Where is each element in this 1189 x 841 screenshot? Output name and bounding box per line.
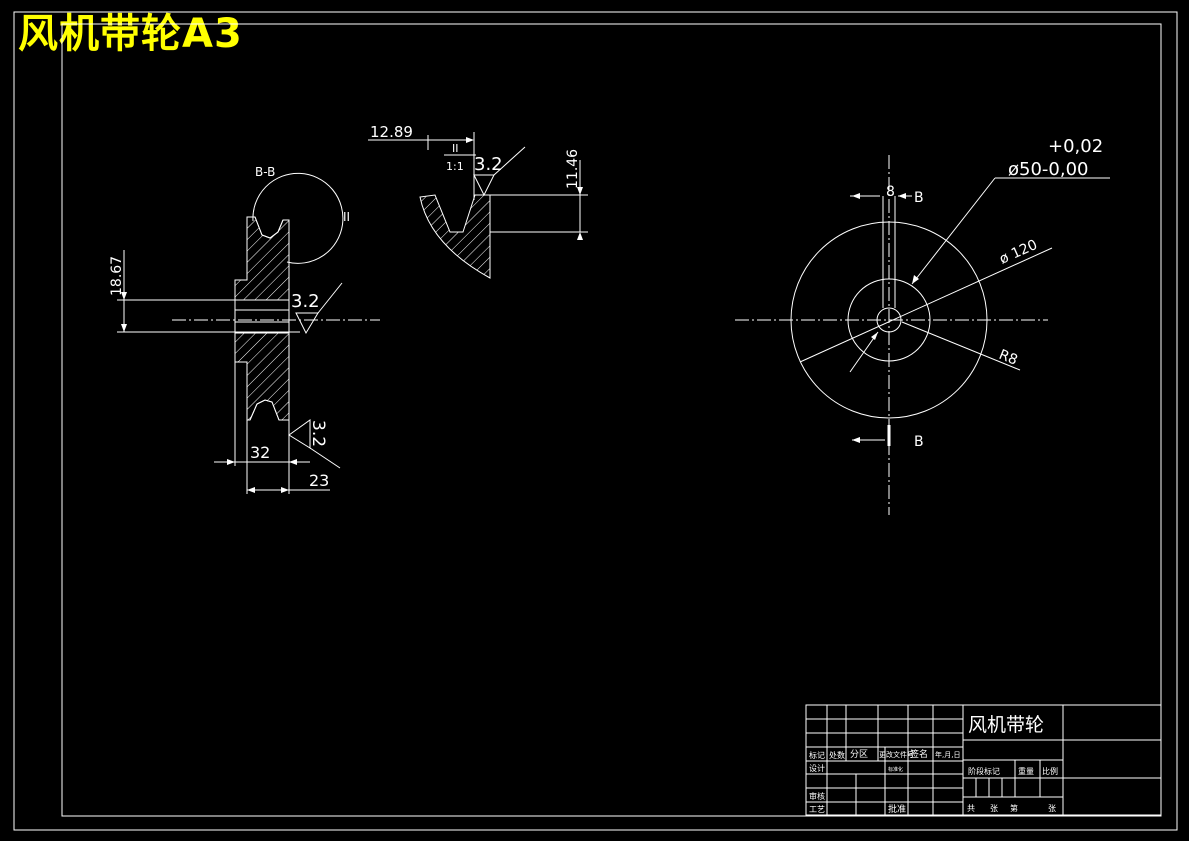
label-di: 第 [1010,803,1018,813]
label-fenqu: 分区 [850,749,868,760]
roughness-2: 3.2 [474,154,503,175]
label-chushu: 处数 [829,750,845,760]
detail-title: II [452,142,459,155]
roughness-1: 3.2 [291,291,320,312]
label-nianyueri: 年,月,日 [935,750,960,759]
label-bili: 比例 [1042,766,1058,776]
label-jieduan: 阶段标记 [968,766,1000,776]
label-qianming: 签名 [910,748,928,760]
label-gengai: 更改文件号 [879,750,914,759]
dim-12-89: 12.89 [370,123,413,141]
label-pizhun: 批准 [888,803,906,815]
inner-border [61,23,1162,817]
outer-border [13,11,1178,831]
cut-label-bottom: B [914,434,924,450]
key-width-8: 8 [886,184,895,200]
label-sheji: 设计 [809,763,825,773]
bore [234,299,290,334]
detail-view: 12.89 II 1:1 3.2 11.46 [368,123,588,279]
section-label: B-B [255,165,275,179]
sheet-title: 风机带轮A3 [18,11,243,57]
roughness-3: 3.2 [308,420,328,447]
detail-circle [252,172,344,264]
label-gongyi: 工艺 [809,805,825,814]
part-name: 风机带轮 [968,714,1044,736]
label-gong: 共 [967,804,975,813]
groove-detail [419,194,491,279]
label-biaozhunhua: 标准化 [888,766,903,773]
label-zhang-2: 张 [1048,804,1056,813]
dim-r8: R8 [997,347,1020,369]
title-block: 风机带轮 标记 处数 分区 更改文件号 签名 年,月,日 设计 标准化 审核 工… [805,704,1162,816]
tolerance-upper: +0,02 [1048,136,1103,157]
label-shenhe: 审核 [809,791,825,801]
dim-32: 32 [250,443,270,462]
cut-label-top: B [914,190,924,206]
detail-marker: II [343,210,350,224]
detail-scale: 1:1 [446,160,464,173]
section-view: B-B II 18.67 3.2 3.2 32 [109,165,380,494]
label-biaoji: 标记 [809,750,825,760]
front-view: 8 B B +0,02 ø50-0,00 ø 120 R8 [735,136,1110,515]
bore-dim: ø50-0,00 [1008,159,1089,180]
dim-11-46: 11.46 [565,149,581,189]
label-zhongliang: 重量 [1018,766,1034,776]
dim-18-67: 18.67 [109,256,125,296]
label-zhang-1: 张 [990,804,998,813]
dim-23: 23 [309,471,329,490]
